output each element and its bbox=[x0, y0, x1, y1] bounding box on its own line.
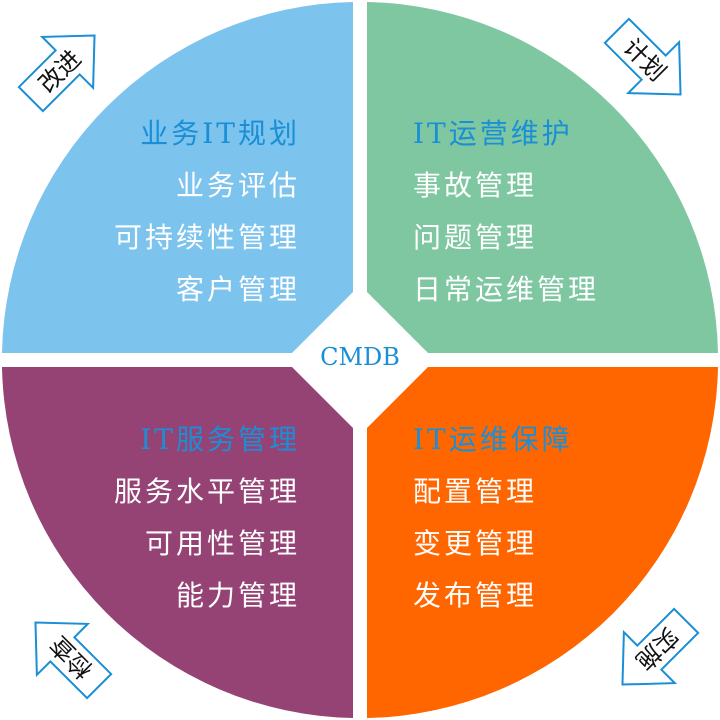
quadrant-top-right-text: IT运营维护 事故管理 问题管理 日常运维管理 bbox=[413, 108, 599, 316]
quadrant-title: IT运营维护 bbox=[413, 117, 573, 150]
arrow-check: 检查 bbox=[34, 621, 113, 700]
list-item: 变更管理 bbox=[413, 527, 538, 560]
arrow-implement: 实施 bbox=[621, 607, 700, 686]
list-item: 事故管理 bbox=[413, 169, 538, 202]
quadrant-bottom-left bbox=[2, 367, 353, 718]
list-item: 客户管理 bbox=[175, 273, 300, 306]
quadrant-bottom-right bbox=[367, 367, 718, 718]
center-label: CMDB bbox=[320, 343, 400, 371]
list-item: 可用性管理 bbox=[144, 527, 300, 560]
quadrant-top-left bbox=[2, 2, 353, 353]
list-item: 能力管理 bbox=[175, 579, 300, 612]
quadrant-top-right bbox=[367, 2, 718, 353]
list-item: 可持续性管理 bbox=[113, 221, 300, 254]
list-item: 问题管理 bbox=[413, 221, 538, 254]
quadrant-bottom-left-text: IT服务管理 服务水平管理 可用性管理 能力管理 bbox=[114, 414, 300, 622]
list-item: 业务评估 bbox=[175, 169, 300, 202]
arrow-improve: 改进 bbox=[17, 34, 96, 113]
quadrant-title: IT运维保障 bbox=[413, 423, 573, 456]
list-item: 发布管理 bbox=[413, 579, 538, 612]
quadrant-title: IT服务管理 bbox=[140, 423, 300, 456]
quadrant-title: 业务IT规划 bbox=[140, 117, 300, 150]
quadrant-top-left-text: 业务IT规划 业务评估 可持续性管理 客户管理 bbox=[114, 108, 300, 316]
quadrant-bottom-right-text: IT运维保障 配置管理 变更管理 发布管理 bbox=[413, 414, 573, 622]
list-item: 配置管理 bbox=[413, 475, 538, 508]
list-item: 日常运维管理 bbox=[413, 273, 600, 306]
list-item: 服务水平管理 bbox=[113, 475, 300, 508]
